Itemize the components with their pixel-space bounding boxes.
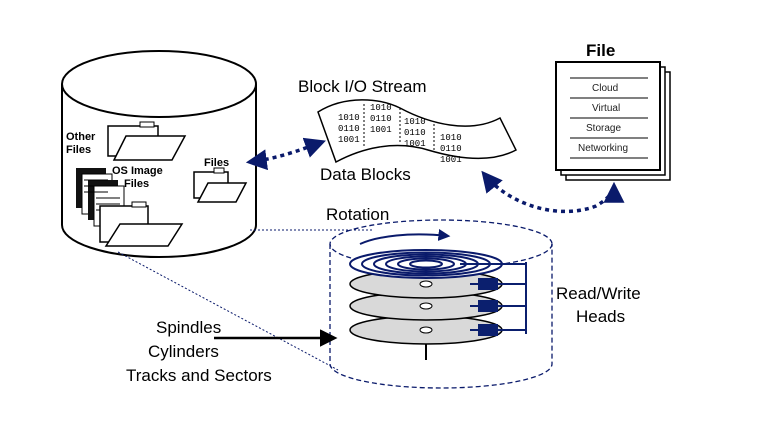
bits-block-3: 1010 0110 1001 — [404, 117, 426, 149]
other-label: Other — [66, 131, 96, 143]
bit-row: 0110 — [370, 114, 392, 124]
file-document-icon — [555, 61, 671, 181]
zoom-line-bottom — [117, 251, 339, 371]
platter-top-tracks — [349, 249, 503, 279]
data-blocks-label: Data Blocks — [320, 165, 411, 184]
bits-block-1: 1010 0110 1001 — [338, 113, 360, 145]
bit-row: 1001 — [404, 139, 426, 149]
bit-row: 0110 — [404, 128, 426, 138]
rotation-label: Rotation — [326, 205, 389, 224]
os-image-label: OS Image — [112, 165, 163, 177]
os-image-files-label: Files — [124, 178, 149, 190]
os-image-stack-icon — [76, 168, 184, 247]
other-files-folder-icon — [107, 121, 187, 161]
bit-row: 1010 — [404, 117, 426, 127]
files-folder-icon — [193, 167, 248, 203]
file-title: File — [586, 41, 615, 60]
file-line-virtual: Virtual — [592, 103, 620, 114]
files-label: Files — [204, 157, 229, 169]
spindles-label: Spindles — [156, 318, 221, 337]
heads-label: Heads — [576, 307, 625, 326]
bit-row: 0110 — [338, 124, 360, 134]
tracks-sectors-label: Tracks and Sectors — [126, 366, 272, 385]
bit-row: 0110 — [440, 144, 462, 154]
bits-block-2: 1010 0110 1001 — [370, 103, 392, 135]
bit-row: 1010 — [440, 133, 462, 143]
rotation-arrow — [359, 229, 451, 245]
bit-row: 1010 — [338, 113, 360, 123]
bit-row: 1010 — [370, 103, 392, 113]
disk-drive-casing — [329, 219, 553, 389]
arrow-stream-to-files — [245, 137, 326, 171]
read-write-label: Read/Write — [556, 284, 641, 303]
block-stream-ribbon — [317, 99, 517, 164]
arrow-file-to-stream — [481, 170, 625, 214]
read-write-heads — [460, 262, 527, 336]
file-line-networking: Networking — [578, 143, 628, 154]
cylinders-label: Cylinders — [148, 342, 219, 361]
bit-row: 1001 — [440, 155, 462, 165]
bit-row: 1001 — [370, 125, 392, 135]
bit-row: 1001 — [338, 135, 360, 145]
block-stream-title: Block I/O Stream — [298, 77, 426, 96]
other-files-label: Files — [66, 144, 91, 156]
file-line-cloud: Cloud — [592, 83, 618, 94]
bits-block-4: 1010 0110 1001 — [440, 133, 462, 165]
file-line-storage: Storage — [586, 123, 621, 134]
